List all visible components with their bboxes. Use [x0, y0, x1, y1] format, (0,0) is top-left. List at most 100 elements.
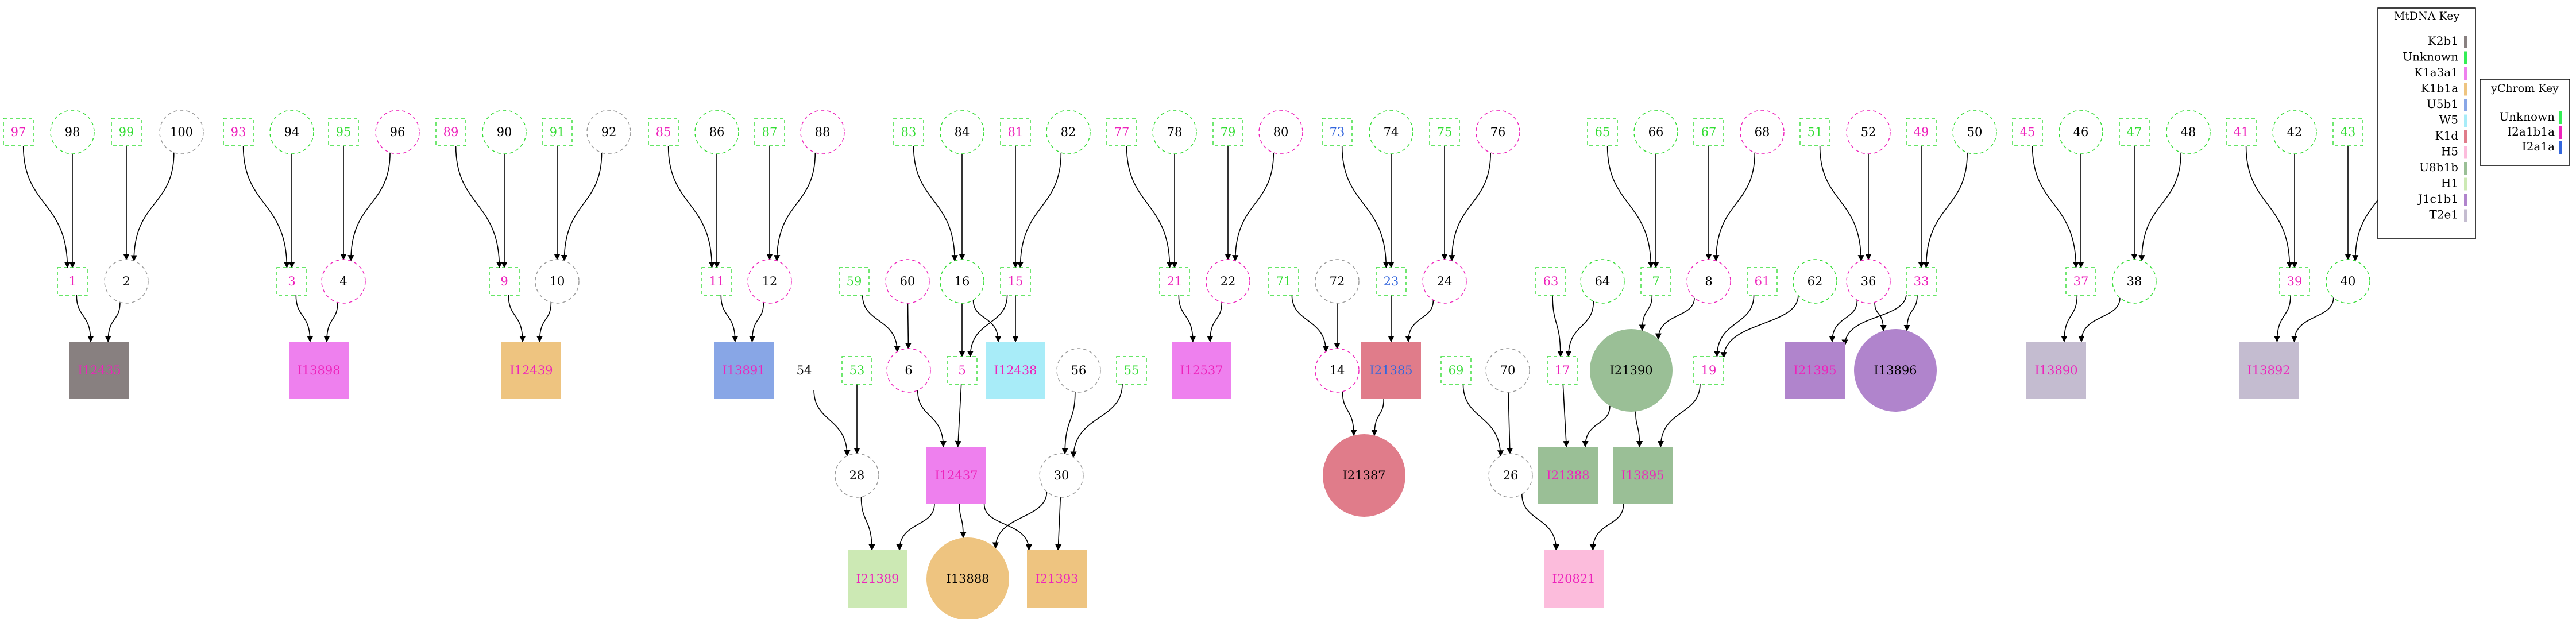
node-10: 10: [535, 259, 580, 304]
node-71: 71: [1268, 267, 1299, 296]
node-shape-53: [841, 356, 872, 385]
node-shape-90: [482, 110, 527, 154]
key-item-swatch: [2464, 209, 2467, 222]
node-label: 71: [1276, 274, 1292, 288]
node-shape-72: [1315, 259, 1360, 304]
node-label: 68: [1755, 125, 1770, 139]
node-shape-22: [1206, 259, 1250, 304]
edge-82-to-15: [1017, 152, 1062, 269]
node-shape-88: [800, 110, 845, 154]
node-26: 26: [1488, 453, 1533, 498]
key-item-swatch: [2464, 194, 2467, 206]
node-shape-I13895: [1613, 447, 1673, 504]
node-label: 1: [68, 274, 76, 288]
node-label: 10: [550, 274, 565, 288]
key-item-label: K2b1: [2428, 34, 2458, 48]
edge-69-to-26: [1462, 384, 1504, 457]
node-shape-2: [104, 259, 149, 304]
node-shape-92: [586, 110, 631, 154]
node-43: 43: [2332, 118, 2363, 146]
node-I21388: I21388: [1538, 447, 1598, 504]
edge-89-to-9: [455, 145, 503, 269]
edge-92-to-10: [561, 152, 603, 262]
node-53: 53: [841, 356, 872, 385]
node-shape-I12439: [501, 342, 561, 399]
key-item-label: Unknown: [2499, 110, 2555, 123]
edge-64-to-17: [1565, 301, 1594, 358]
node-shape-15: [1000, 267, 1031, 296]
node-84: 84: [940, 110, 984, 154]
node-24: 24: [1422, 259, 1467, 304]
edge-12-to-I13891: [748, 302, 764, 343]
node-80: 80: [1258, 110, 1303, 154]
node-56: 56: [1056, 348, 1101, 393]
node-28: 28: [835, 453, 879, 498]
node-shape-87: [754, 118, 785, 146]
edge-3-to-I13898: [295, 295, 314, 343]
node-label: I13890: [2034, 363, 2077, 377]
node-label: 80: [1273, 125, 1289, 139]
key-item-label: U8b1b: [2419, 160, 2458, 174]
node-shape-I12537: [1172, 342, 1231, 399]
node-78: 78: [1152, 110, 1197, 154]
node-98: 98: [50, 110, 95, 154]
node-shape-60: [885, 259, 930, 304]
key-item-label: H5: [2441, 145, 2458, 158]
node-shape-66: [1633, 110, 1678, 154]
node-shape-76: [1476, 110, 1520, 154]
node-shape-6: [886, 348, 931, 393]
edge-83-to-16: [913, 145, 958, 262]
node-shape-19: [1693, 356, 1724, 385]
edge-4-to-I13898: [323, 302, 338, 343]
edge-85-to-11: [667, 145, 716, 269]
node-label: 86: [709, 125, 725, 139]
node-label: 99: [119, 125, 134, 139]
node-label: 47: [2127, 125, 2142, 139]
node-label: 21: [1167, 274, 1183, 288]
node-shape-49: [1906, 118, 1937, 146]
edge-I12437-to-I13888: [959, 504, 967, 539]
edge-45-to-37: [2032, 145, 2080, 269]
node-label: 28: [849, 469, 865, 482]
node-shape-24: [1422, 259, 1467, 304]
edge-24-to-I21385: [1405, 300, 1434, 343]
node-67: 67: [1693, 118, 1724, 146]
node-61: 61: [1747, 267, 1778, 296]
key-item-label: K1a3a1: [2414, 65, 2458, 79]
key-item-swatch: [2464, 130, 2467, 143]
node-label: I21393: [1035, 572, 1078, 586]
key-item-swatch: [2559, 141, 2562, 154]
node-shape-8: [1686, 259, 1731, 304]
node-label: 55: [1124, 363, 1140, 377]
node-88: 88: [800, 110, 845, 154]
node-54: 54: [782, 349, 826, 392]
node-shape-83: [893, 118, 924, 146]
node-16: 16: [940, 259, 984, 304]
node-shape-80: [1258, 110, 1303, 154]
key-item-label: W5: [2439, 113, 2458, 127]
node-shape-I13891: [714, 342, 774, 399]
node-41: 41: [2226, 118, 2257, 146]
node-I12437: I12437: [926, 447, 986, 504]
node-36: 36: [1846, 259, 1891, 304]
node-I21389: I21389: [848, 550, 907, 608]
node-label: I13892: [2247, 363, 2290, 377]
node-shape-45: [2012, 118, 2043, 146]
node-shape-I21387: [1323, 434, 1405, 517]
node-68: 68: [1740, 110, 1785, 154]
node-shape-94: [269, 110, 314, 154]
node-label: 59: [847, 274, 862, 288]
node-7: 7: [1640, 267, 1671, 296]
node-83: 83: [893, 118, 924, 146]
node-95: 95: [328, 118, 359, 146]
node-label: 69: [1449, 363, 1464, 377]
edge-51-to-36: [1819, 145, 1864, 262]
node-I12438: I12438: [986, 342, 1045, 399]
node-label: I12437: [934, 469, 978, 482]
node-11: 11: [701, 267, 732, 296]
node-label: 95: [336, 125, 352, 139]
node-89: 89: [435, 118, 466, 146]
edge-1-to-I12xxx: [76, 295, 94, 343]
node-shape-9: [489, 267, 520, 296]
node-label: 3: [288, 274, 295, 288]
